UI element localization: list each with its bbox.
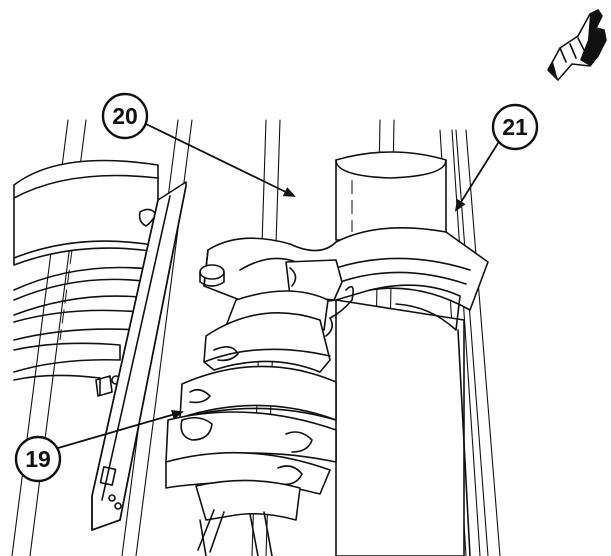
callout-20-label: 20 [112,103,138,129]
leader-line-19 [57,409,184,449]
callout-19-label: 19 [25,446,51,472]
clamp-collar [199,226,489,337]
coil-assembly [165,290,337,556]
pointing-hand-icon [547,9,607,81]
main-cylinder [335,151,471,556]
callout-21-label: 21 [502,114,528,140]
callout-19: 19 [14,435,62,483]
callout-21: 21 [491,103,539,151]
mounting-bracket [91,181,187,531]
callout-20: 20 [101,92,149,140]
leader-line-21 [454,139,501,212]
leader-line-20 [145,123,296,197]
leader-lines [57,123,501,449]
